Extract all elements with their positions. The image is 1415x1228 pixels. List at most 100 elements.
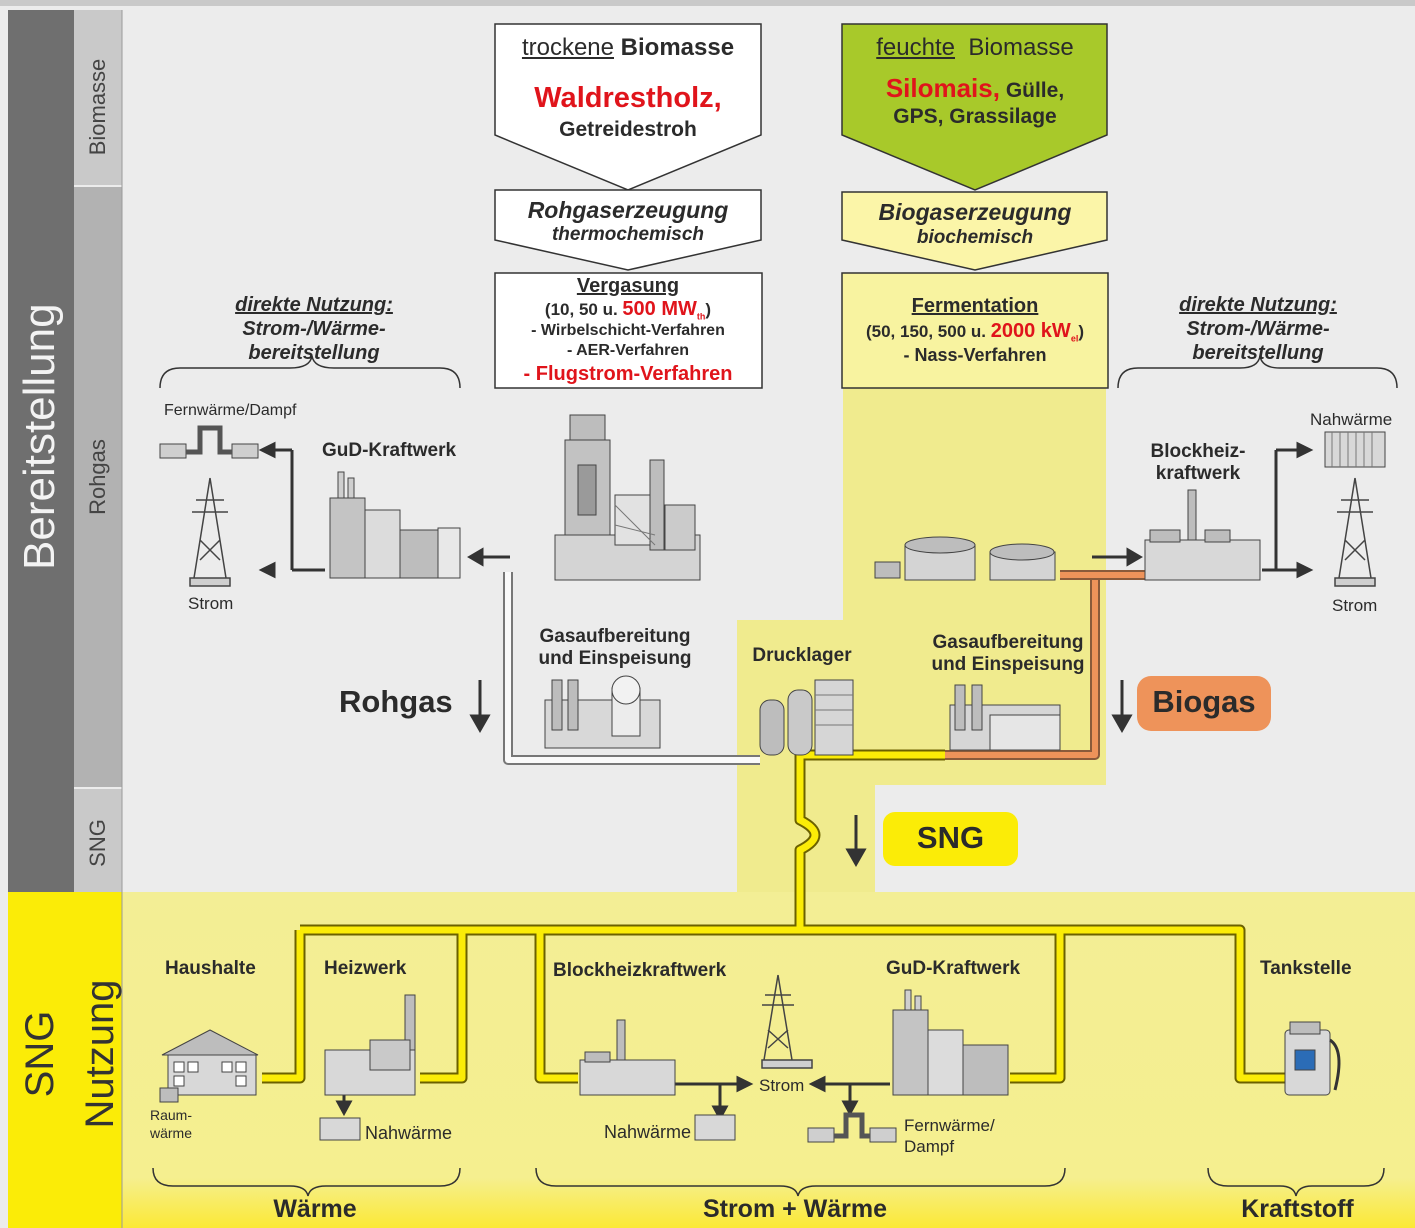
rohgas-process-sub: thermochemisch [551, 224, 705, 245]
left-fernwaerme-label: Fernwärme/Dampf [164, 402, 297, 419]
gas-right-l2: und Einspeisung [931, 654, 1085, 675]
fuel-pump-icon [1284, 1021, 1341, 1096]
vergasung-line1: - Wirbelschicht-Verfahren [531, 322, 725, 339]
rohgas-process-title: Rohgaserzeugung [527, 197, 729, 223]
pylon-usage-icon [761, 974, 813, 1069]
rohgas-label: Rohgas [339, 684, 453, 719]
sng-pipe-network [262, 749, 1285, 1084]
district-heat-left-icon [159, 425, 259, 459]
fermentation-capacity: (50, 150, 500 u. 2000 kWel) [865, 320, 1084, 344]
biogas-process-sub: biochemisch [916, 227, 1034, 248]
vergasung-title: Vergasung [576, 275, 680, 297]
bhkw-usage-icon [579, 1019, 736, 1141]
house-icon [159, 1029, 259, 1103]
left-gud-label: GuD-Kraftwerk [322, 440, 457, 461]
right-strom-label: Strom [1332, 596, 1378, 615]
bereitstellung-bar [8, 10, 74, 892]
row-rohgas-bar [74, 187, 122, 787]
biogas-label: Biogas [1152, 684, 1256, 719]
arrow-down-rohgas [469, 714, 491, 734]
category-strom-waerme: Strom + Wärme [702, 1195, 888, 1223]
gas-left-l1: Gasaufbereitung [539, 626, 691, 647]
pylon-right-icon [1334, 477, 1376, 587]
drucklager-label: Drucklager [752, 645, 852, 666]
dry-biomass-box [494, 23, 762, 191]
wet-biomass-sub: GPS, Grassilage [893, 105, 1057, 128]
left-direct-l2: Strom-/Wärme- [242, 318, 386, 340]
bhkw-nahwaerme-label: Nahwärme [604, 1122, 692, 1142]
gas-right-l1: Gasaufbereitung [932, 632, 1084, 653]
usage-fernwaerme-l1: Fernwärme/ [904, 1116, 995, 1135]
row-biomasse-bar [74, 10, 122, 185]
arrow-down-sng [845, 848, 867, 868]
strom-waerme-brace [535, 1167, 1066, 1197]
vergasung-box [494, 272, 763, 389]
haushalte-label: Haushalte [165, 958, 256, 979]
vergasung-line3: - Flugstrom-Verfahren [523, 363, 733, 385]
sng-nutzung-label-2: Nutzung [78, 979, 122, 1129]
vergasung-line2: - AER-Verfahren [566, 342, 690, 359]
kraftstoff-brace [1207, 1167, 1385, 1197]
biogas-badge [1137, 676, 1271, 731]
left-direct-brace [159, 355, 461, 389]
category-kraftstoff: Kraftstoff [1241, 1195, 1354, 1223]
biogas-plant-icon [874, 536, 1056, 581]
dry-biomass-sub: Getreidestroh [559, 118, 697, 141]
rohgas-process-box [494, 189, 762, 271]
heizwerk-icon [319, 994, 416, 1141]
waerme-brace [152, 1167, 461, 1197]
row-biomasse-label: Biomasse [85, 58, 110, 156]
row-rohgas-label: Rohgas [85, 439, 110, 515]
gas-treatment-left-icon [544, 675, 661, 749]
row-sng-label: SNG [85, 819, 110, 867]
gasification-plant-icon [554, 414, 701, 581]
tankstelle-label: Tankstelle [1260, 958, 1352, 979]
biogas-process-box [841, 191, 1108, 271]
sng-label: SNG [916, 820, 985, 855]
biogas-region [737, 388, 1106, 892]
bereitstellung-label: Bereitstellung [15, 303, 64, 570]
row-sng-bar [74, 789, 122, 892]
right-bhkw-l2: kraftwerk [1155, 463, 1241, 484]
gas-treatment-right-icon [949, 684, 1061, 751]
right-direct-l3: bereitstellung [1192, 342, 1324, 364]
sng-badge [883, 812, 1018, 866]
right-direct-l1: direkte Nutzung: [1179, 294, 1337, 316]
left-direct-l1: direkte Nutzung: [235, 294, 393, 316]
radiator-right-icon [1324, 431, 1386, 468]
raumwaerme-l1: Raum- [150, 1107, 193, 1123]
right-nahwaerme-label: Nahwärme [1310, 410, 1393, 429]
wet-biomass-title: feuchte Biomasse [876, 34, 1074, 61]
arrow-left [467, 547, 484, 567]
sng-nutzung-bar [8, 892, 122, 1228]
usage-fernwaerme-l2: Dampf [904, 1137, 955, 1156]
dry-biomass-main: Waldrestholz, [534, 82, 722, 114]
usage-strom-label: Strom [759, 1076, 805, 1095]
bhkw-right-icon [1144, 489, 1261, 581]
gud-usage-label: GuD-Kraftwerk [886, 958, 1021, 979]
right-bhkw-l1: Blockheiz- [1150, 441, 1246, 462]
fermentation-title: Fermentation [911, 295, 1039, 317]
heizwerk-nahwaerme-label: Nahwärme [365, 1123, 453, 1143]
fermentation-line1: - Nass-Verfahren [903, 345, 1047, 365]
sng-nutzung-label-1: SNG [18, 1010, 62, 1098]
raumwaerme-l2: wärme [150, 1125, 193, 1141]
right-direct-brace [1117, 355, 1398, 389]
heizwerk-label: Heizwerk [324, 958, 407, 979]
right-direct-l2: Strom-/Wärme- [1186, 318, 1330, 340]
bhkw-usage-label: Blockheizkraftwerk [553, 960, 727, 981]
fermentation-box [841, 272, 1109, 389]
dry-biomass-title: trockene Biomasse [521, 34, 735, 61]
left-direct-l3: bereitstellung [248, 342, 380, 364]
pylon-left-icon [189, 477, 231, 587]
gud-usage-icon [807, 989, 1009, 1143]
wet-biomass-main: Silomais, Gülle, [885, 73, 1065, 103]
biogas-process-title: Biogaserzeugung [878, 199, 1072, 225]
drucklager-icon [759, 679, 854, 756]
arrow-down-biogas [1111, 714, 1133, 734]
gas-left-l2: und Einspeisung [538, 648, 692, 669]
vergasung-capacity: (10, 50 u. 500 MWth) [544, 298, 712, 322]
gud-plant-left-icon [329, 471, 461, 579]
